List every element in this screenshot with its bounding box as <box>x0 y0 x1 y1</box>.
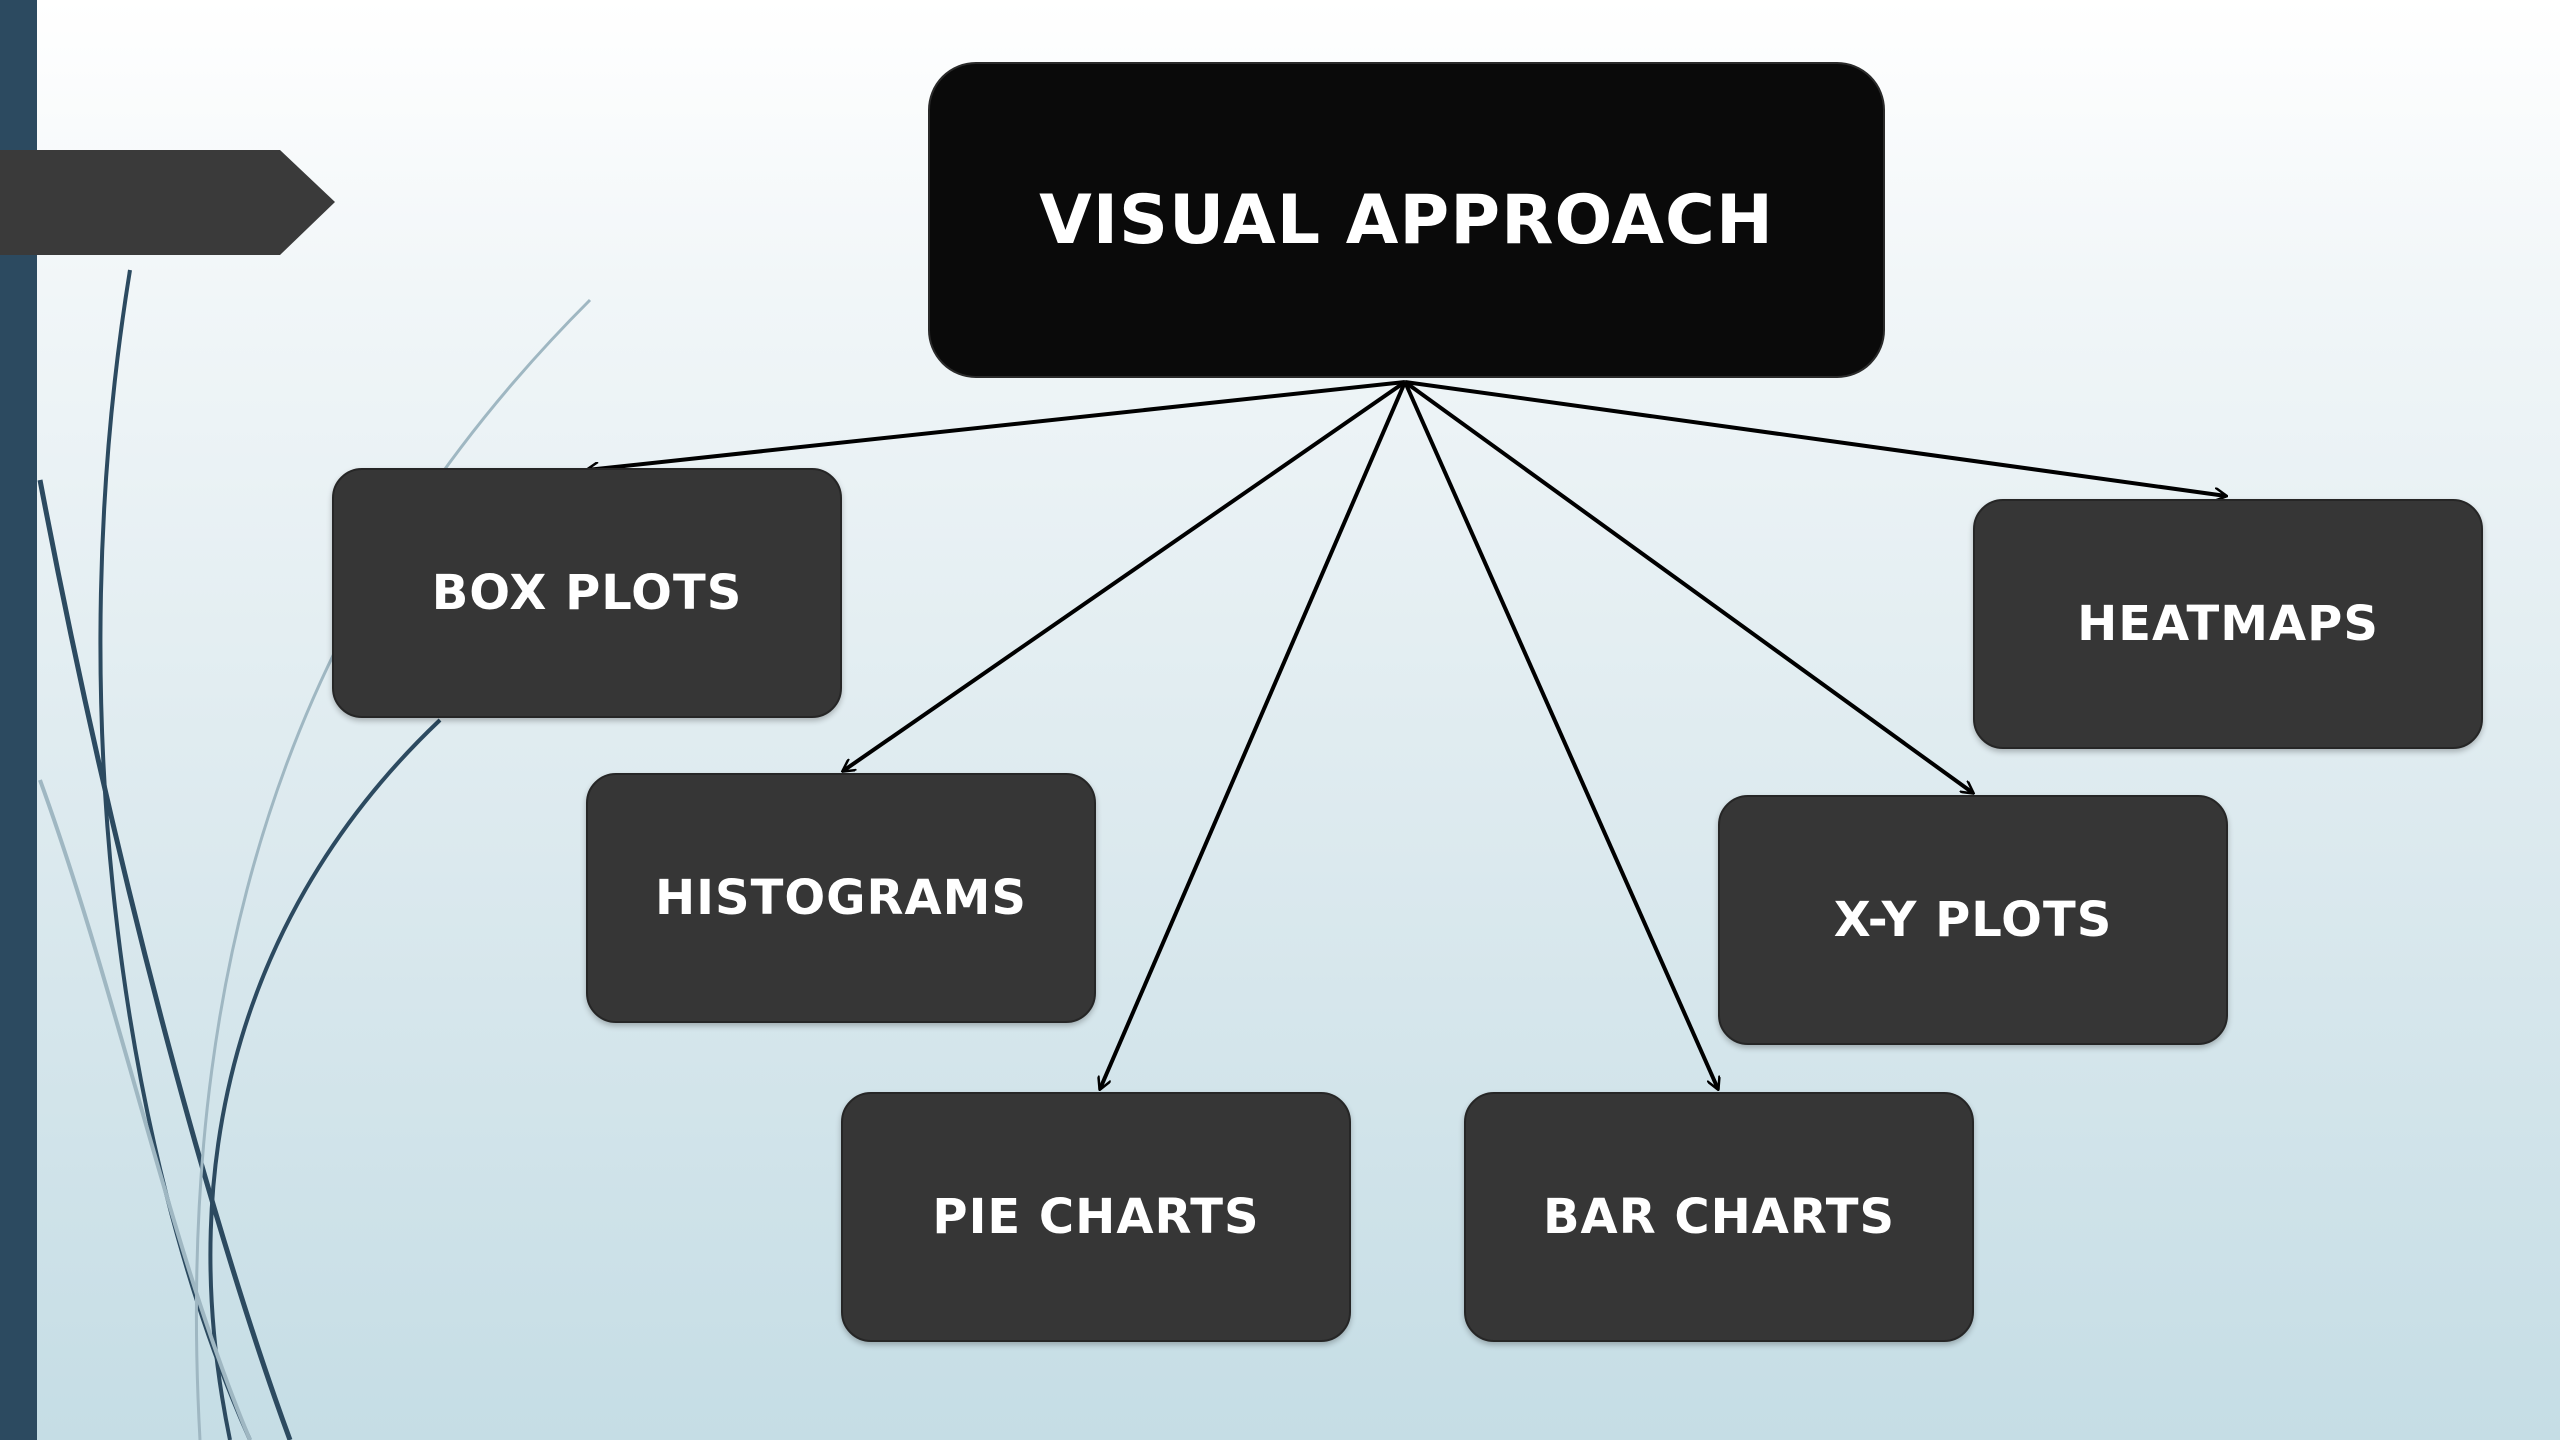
node-label: PIE CHARTS <box>932 1189 1260 1245</box>
section-tab-marker <box>0 150 335 255</box>
arrow-to-histograms <box>843 380 1407 771</box>
arrow-to-xy-plots <box>1403 380 1973 793</box>
node-label: HISTOGRAMS <box>655 870 1027 926</box>
decorative-curves <box>37 269 592 1440</box>
root-node-label: VISUAL APPROACH <box>1039 180 1774 260</box>
arrow-to-pie-charts <box>1100 381 1407 1089</box>
arrow-to-heatmaps <box>1404 380 2226 496</box>
node-label: BAR CHARTS <box>1542 1189 1896 1245</box>
node-label: BOX PLOTS <box>431 565 743 621</box>
arrow-to-box-plots <box>587 380 1406 470</box>
node-box-plots: BOX PLOTS <box>332 468 842 718</box>
node-heatmaps: HEATMAPS <box>1973 499 2483 749</box>
root-node-visual-approach: VISUAL APPROACH <box>928 62 1885 378</box>
node-label: X-Y PLOTS <box>1833 892 2113 948</box>
node-pie-charts: PIE CHARTS <box>841 1092 1351 1342</box>
arrow-to-bar-charts <box>1403 381 1718 1089</box>
node-xy-plots: X-Y PLOTS <box>1718 795 2228 1045</box>
node-label: HEATMAPS <box>2077 596 2379 652</box>
node-histograms: HISTOGRAMS <box>586 773 1096 1023</box>
node-bar-charts: BAR CHARTS <box>1464 1092 1974 1342</box>
